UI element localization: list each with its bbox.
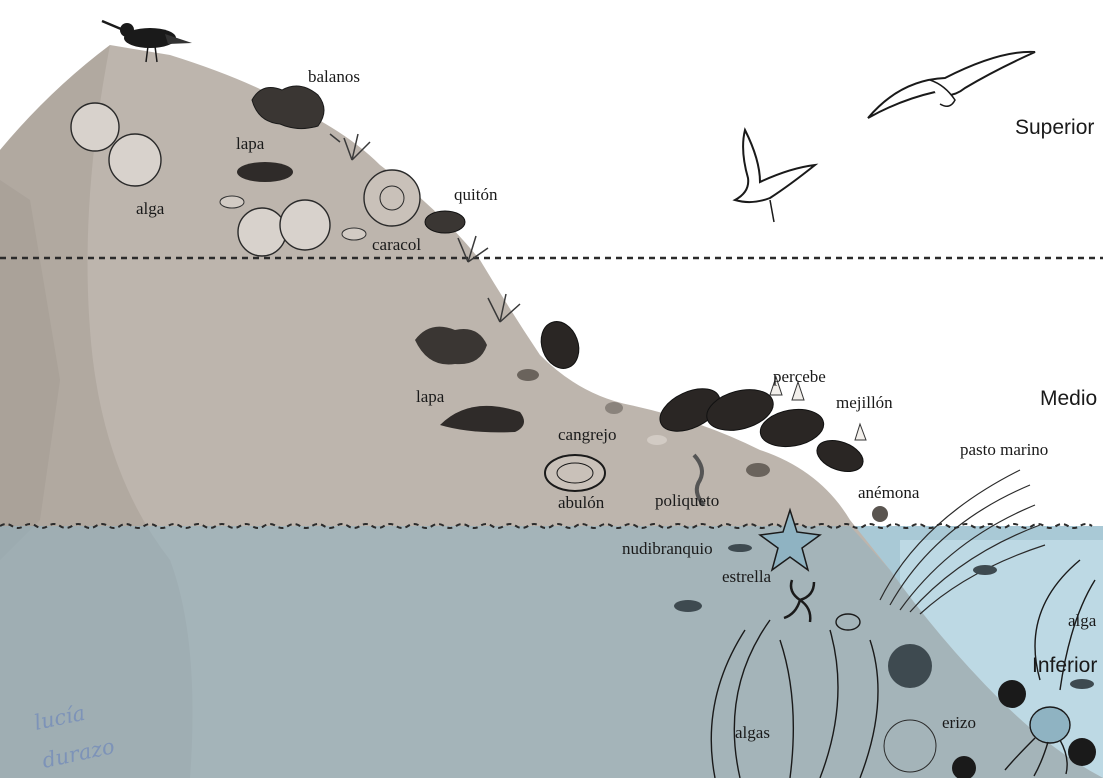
anemone-anemona-icon [872,506,888,522]
label-estrella: estrella [722,567,772,586]
crab-cangrejo-icon [605,402,623,414]
label-percebe: percebe [773,367,826,386]
label-balanos: balanos [308,67,360,86]
limpet-lapa-top-icon [237,162,293,182]
label-alga-top: alga [136,199,165,218]
nudibranch-nudibranquio-icon [728,544,752,552]
label-cangrejo: cangrejo [558,425,617,444]
label-pasto-marino: pasto marino [960,440,1048,459]
label-abulon: abulón [558,493,605,512]
zone-label-medio: Medio [1040,387,1097,410]
label-alga-right: alga [1068,611,1097,630]
label-mejillon: mejillón [836,393,893,412]
seagull-flying-icon [868,52,1035,118]
label-nudibranquio: nudibranquio [622,539,713,558]
label-anemona: anémona [858,483,920,502]
sea-urchin-shell-icon [364,170,420,226]
seagull-landing-icon [735,130,815,222]
zone-label-superior: Superior [1015,116,1094,139]
zone-label-inferior: Inferior [1032,654,1097,677]
label-lapa-top: lapa [236,134,265,153]
label-poliqueto: poliqueto [655,491,719,510]
label-lapa-mid: lapa [416,387,445,406]
label-algas: algas [735,723,770,742]
label-erizo: erizo [942,713,976,732]
abalone-abulon-icon [545,455,605,491]
label-quiton: quitón [454,185,498,204]
label-caracol: caracol [372,235,421,254]
chiton-quiton-icon [425,211,465,233]
